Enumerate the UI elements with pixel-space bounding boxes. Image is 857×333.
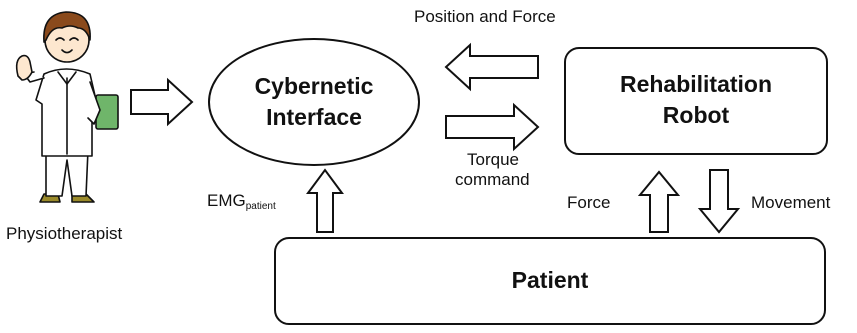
emg-subscript: patient	[245, 201, 276, 212]
torque-command-label: Torque command	[455, 150, 530, 189]
patient-label: Patient	[275, 265, 825, 296]
force-label: Force	[567, 193, 611, 212]
robot-line1: Rehabilitation	[619, 71, 773, 97]
right-eye	[69, 37, 79, 41]
physiotherapist-figure	[15, 11, 119, 203]
movement-label: Movement	[751, 193, 831, 212]
patient-text: Patient	[511, 267, 589, 293]
torque-command-arrow	[445, 102, 540, 152]
position-force-arrow	[444, 42, 539, 92]
hair	[43, 11, 91, 43]
rehabilitation-robot-node	[564, 47, 828, 155]
emg-main: EMG	[207, 191, 246, 210]
physiotherapist-label: Physiotherapist	[6, 224, 123, 243]
torque-line1: Torque	[467, 150, 519, 169]
position-force-label: Position and Force	[414, 7, 556, 26]
left-eye	[55, 37, 65, 41]
cybernetic-interface-label: Cybernetic Interface	[229, 71, 399, 133]
force-arrow	[637, 170, 681, 233]
cybernetic-interface-node	[208, 38, 420, 166]
torque-line2: command	[455, 169, 530, 189]
holding-arm	[87, 81, 101, 125]
coat-collar	[57, 71, 77, 85]
white-coat	[35, 68, 97, 157]
waving-hand	[15, 54, 33, 81]
rehabilitation-robot-label: Rehabilitation Robot	[565, 69, 827, 131]
robot-line2: Robot	[662, 102, 730, 129]
emg-label: EMGpatient	[207, 191, 276, 213]
patient-node	[274, 237, 826, 325]
trousers	[45, 149, 89, 197]
smile	[61, 49, 73, 54]
emg-arrow	[306, 168, 344, 233]
cybernetic-line1: Cybernetic	[254, 73, 374, 99]
movement-arrow	[697, 169, 741, 234]
cybernetic-line2: Interface	[266, 104, 362, 131]
physio-to-interface-arrow	[130, 77, 194, 127]
